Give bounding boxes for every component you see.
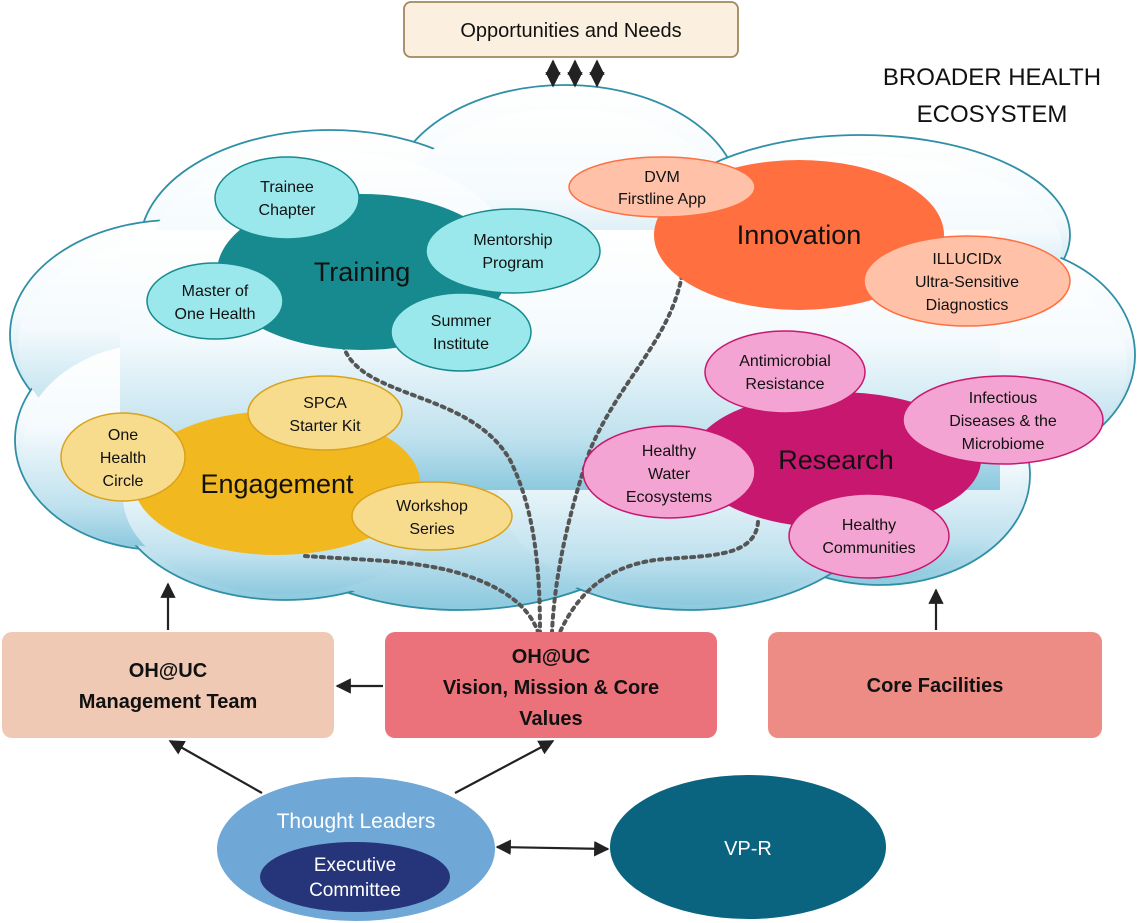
spca-starter-kit-line2: Starter Kit <box>289 418 361 435</box>
engagement-cluster: Engagement SPCA Starter Kit One Health C… <box>60 375 513 555</box>
healthy-water-line3: Ecosystems <box>626 489 712 506</box>
healthy-communities-node[interactable] <box>788 493 950 579</box>
summer-institute-line1: Summer <box>431 313 492 330</box>
antimicrobial-node[interactable] <box>704 330 866 414</box>
management-team-line2: Management Team <box>79 691 258 713</box>
vpr-label: VP-R <box>724 838 772 860</box>
dotted-connectors <box>303 273 760 634</box>
arrow-leaders-vpr <box>495 839 610 857</box>
connector-research <box>558 520 760 634</box>
opportunities-needs-label: Opportunities and Needs <box>460 20 681 42</box>
healthy-communities-line2: Communities <box>822 540 915 557</box>
trainee-chapter-node[interactable] <box>214 156 360 240</box>
thought-leaders-group: Thought Leaders Executive Committee <box>217 777 495 921</box>
mentorship-program-line2: Program <box>482 255 543 272</box>
vision-mission-line3: Values <box>519 708 582 730</box>
vpr-group: VP-R <box>610 775 886 919</box>
dvm-firstline-line2: Firstline App <box>618 191 706 208</box>
illucidx-line2: Ultra-Sensitive <box>915 274 1019 291</box>
management-team-box[interactable]: OH@UC Management Team <box>2 632 334 738</box>
illucidx-line1: ILLUCIDx <box>932 251 1001 268</box>
thought-leaders-label: Thought Leaders <box>277 810 436 833</box>
one-health-circle-line1: One <box>108 427 138 444</box>
one-health-circle-node[interactable] <box>60 412 186 502</box>
healthy-water-line1: Healthy <box>642 443 696 460</box>
arrow-leaders-to-vision <box>454 740 555 794</box>
infectious-diseases-node[interactable] <box>902 375 1104 465</box>
one-health-circle-line2: Health <box>100 450 146 467</box>
master-one-health-line2: One Health <box>175 306 256 323</box>
innovation-cluster: Innovation DVM Firstline App ILLUCIDx Ul… <box>568 156 1071 327</box>
workshop-series-node[interactable] <box>351 481 513 551</box>
workshop-series-line1: Workshop <box>396 498 468 515</box>
vision-mission-line2: Vision, Mission & Core <box>443 677 659 699</box>
research-cluster: Research Antimicrobial Resistance Infect… <box>582 330 1104 579</box>
spca-starter-kit-line1: SPCA <box>303 395 347 412</box>
infectious-diseases-line1: Infectious <box>969 390 1037 407</box>
research-label: Research <box>778 445 894 475</box>
master-one-health-line1: Master of <box>182 283 249 300</box>
vision-mission-line1: OH@UC <box>512 646 590 668</box>
training-label: Training <box>314 257 411 287</box>
executive-committee-node[interactable] <box>260 842 450 912</box>
connector-engagement <box>303 554 540 634</box>
executive-committee-line2: Committee <box>309 880 401 901</box>
mentorship-program-node[interactable] <box>425 208 601 294</box>
infectious-diseases-line2: Diseases & the <box>949 413 1057 430</box>
summer-institute-line2: Institute <box>433 336 489 353</box>
healthy-water-node[interactable] <box>582 425 756 519</box>
core-facilities-label: Core Facilities <box>867 675 1004 697</box>
vpr-node[interactable] <box>610 775 886 919</box>
innovation-label: Innovation <box>737 220 862 250</box>
flow-arrows <box>160 582 944 857</box>
master-one-health-node[interactable] <box>146 262 284 340</box>
opportunities-needs-box[interactable]: Opportunities and Needs <box>403 1 739 58</box>
antimicrobial-line1: Antimicrobial <box>739 353 831 370</box>
core-facilities-box[interactable]: Core Facilities <box>768 632 1102 738</box>
healthy-water-line2: Water <box>648 466 691 483</box>
executive-committee-line1: Executive <box>314 855 396 876</box>
illucidx-line3: Diagnostics <box>926 297 1009 314</box>
summer-institute-node[interactable] <box>390 292 532 372</box>
trainee-chapter-line1: Trainee <box>260 179 314 196</box>
ecosystem-label: BROADER HEALTH ECOSYSTEM <box>883 64 1101 128</box>
antimicrobial-line2: Resistance <box>745 376 824 393</box>
dvm-firstline-line1: DVM <box>644 169 680 186</box>
management-team-line1: OH@UC <box>129 660 207 682</box>
illucidx-node[interactable] <box>863 235 1071 327</box>
dvm-firstline-node[interactable] <box>568 156 756 218</box>
one-health-circle-line3: Circle <box>103 473 144 490</box>
engagement-label: Engagement <box>200 469 354 499</box>
connector-innovation <box>550 273 684 634</box>
spca-starter-kit-node[interactable] <box>247 375 403 451</box>
infectious-diseases-line3: Microbiome <box>962 436 1045 453</box>
training-cluster: Training Trainee Chapter Mentorship Prog… <box>146 156 601 372</box>
vision-mission-box[interactable]: OH@UC Vision, Mission & Core Values <box>385 632 717 738</box>
mentorship-program-line1: Mentorship <box>473 232 552 249</box>
workshop-series-line2: Series <box>409 521 454 538</box>
healthy-communities-line1: Healthy <box>842 517 896 534</box>
connector-training <box>341 343 542 634</box>
arrow-leaders-to-management <box>168 740 263 794</box>
ecosystem-label-line2: ECOSYSTEM <box>917 101 1068 128</box>
ecosystem-label-line1: BROADER HEALTH <box>883 64 1101 91</box>
trainee-chapter-line2: Chapter <box>259 202 317 219</box>
opportunities-arrows <box>545 59 605 88</box>
